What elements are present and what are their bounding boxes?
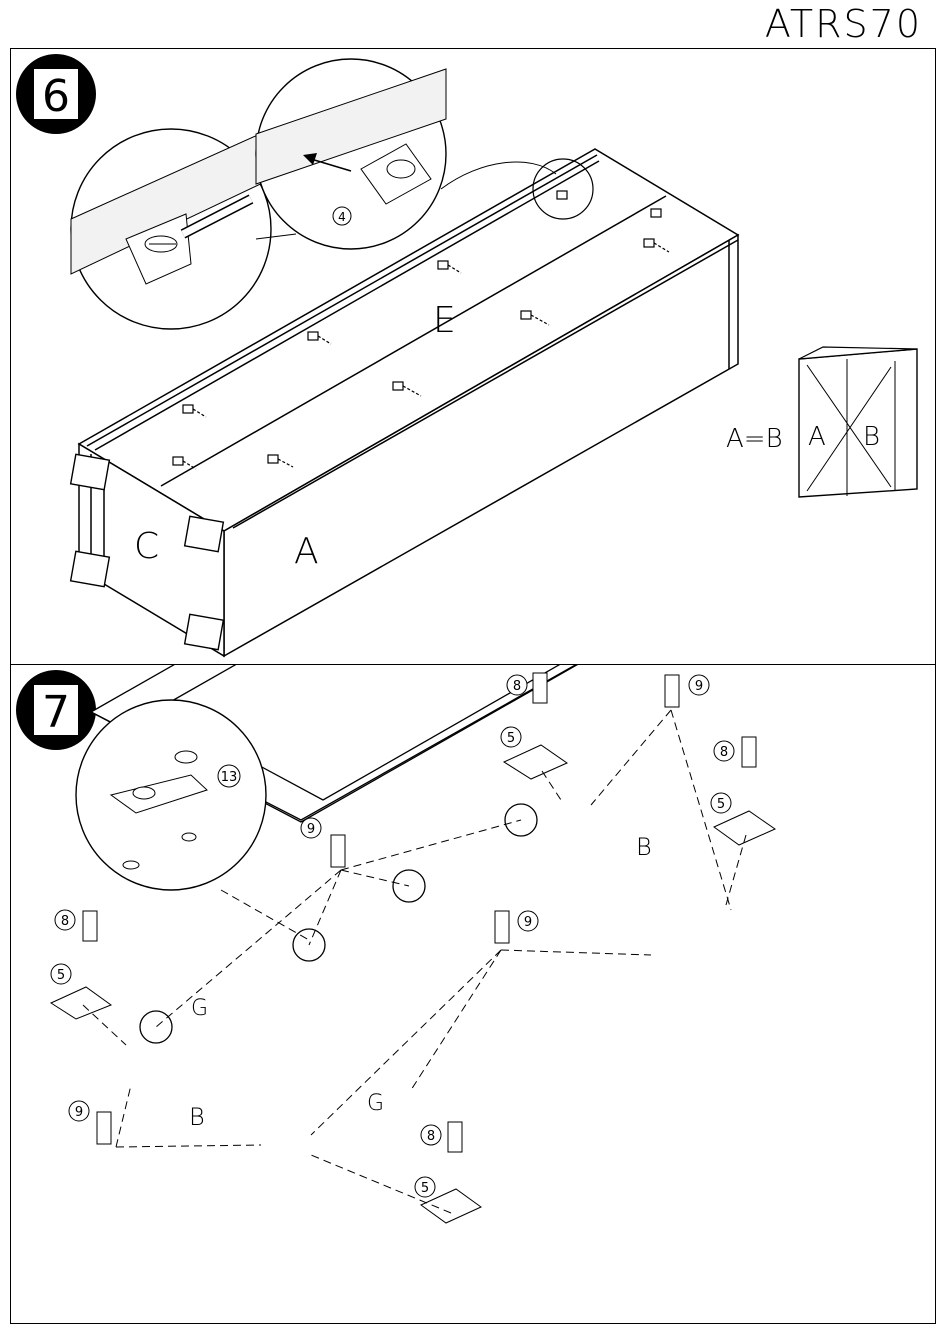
dowel-label: 9 — [695, 679, 703, 694]
check-diag-b: B — [863, 422, 880, 452]
foot-assembly-3: 8 5 — [711, 737, 775, 845]
foot-screw-label: 8 — [513, 679, 521, 694]
step-6-badge: 6 — [16, 54, 96, 134]
step-7-panel: 7 B B G G 13 8 5 — [10, 664, 936, 1324]
screw-icon — [145, 236, 177, 252]
screw-icon — [175, 751, 197, 763]
frame-label-b2: B — [636, 833, 652, 861]
foot-assembly-2: 8 5 — [501, 673, 567, 779]
screw-icon — [133, 787, 155, 799]
step-7-number: 7 — [42, 687, 70, 738]
dowel-label: 9 — [75, 1105, 83, 1120]
connector — [651, 209, 661, 217]
frame-label-g2: G — [367, 1091, 384, 1116]
foot-assembly-4: 8 5 — [415, 1122, 481, 1223]
dowel-4: 9 — [69, 1101, 111, 1144]
frame-label-b1: B — [189, 1103, 205, 1131]
foot-pad-label: 5 — [717, 797, 725, 812]
foot-screw-label: 8 — [61, 914, 69, 929]
foot-screw-label: 8 — [720, 745, 728, 760]
check-equation: A=B — [726, 424, 783, 454]
panel-label-a: A — [294, 531, 319, 572]
panel-label-e: E — [433, 300, 456, 341]
dowel-label: 9 — [524, 915, 532, 930]
frame-label-g1: G — [191, 996, 208, 1021]
step-7-badge: 7 — [16, 670, 96, 750]
step-6-panel: 6 E A C — [10, 48, 936, 665]
dowel-label: 9 — [307, 822, 315, 837]
foot-pad-label: 5 — [421, 1181, 429, 1196]
callout-part-4: 4 — [338, 210, 346, 224]
squareness-check: A=B A B — [726, 347, 917, 497]
foot-assembly-1: 8 5 — [51, 910, 111, 1019]
panel-label-c: C — [134, 526, 159, 567]
check-diag-a: A — [808, 422, 826, 452]
foot-screw-label: 8 — [427, 1129, 435, 1144]
foot-pad-label: 5 — [57, 968, 65, 983]
dowel-1: 9 — [301, 818, 345, 867]
step-6-drawing: 6 E A C — [11, 49, 937, 666]
step-7-drawing: 7 B B G G 13 8 5 — [11, 665, 937, 1325]
connector — [557, 191, 567, 199]
foot-pad-label: 5 — [507, 731, 515, 746]
step-6-number: 6 — [42, 71, 70, 122]
detail-part-13: 13 — [221, 770, 238, 785]
dowel-3: 9 — [495, 911, 538, 943]
dowel-2: 9 — [665, 675, 709, 707]
screw-icon — [387, 160, 415, 178]
document-code: ATRS70 — [765, 2, 922, 46]
